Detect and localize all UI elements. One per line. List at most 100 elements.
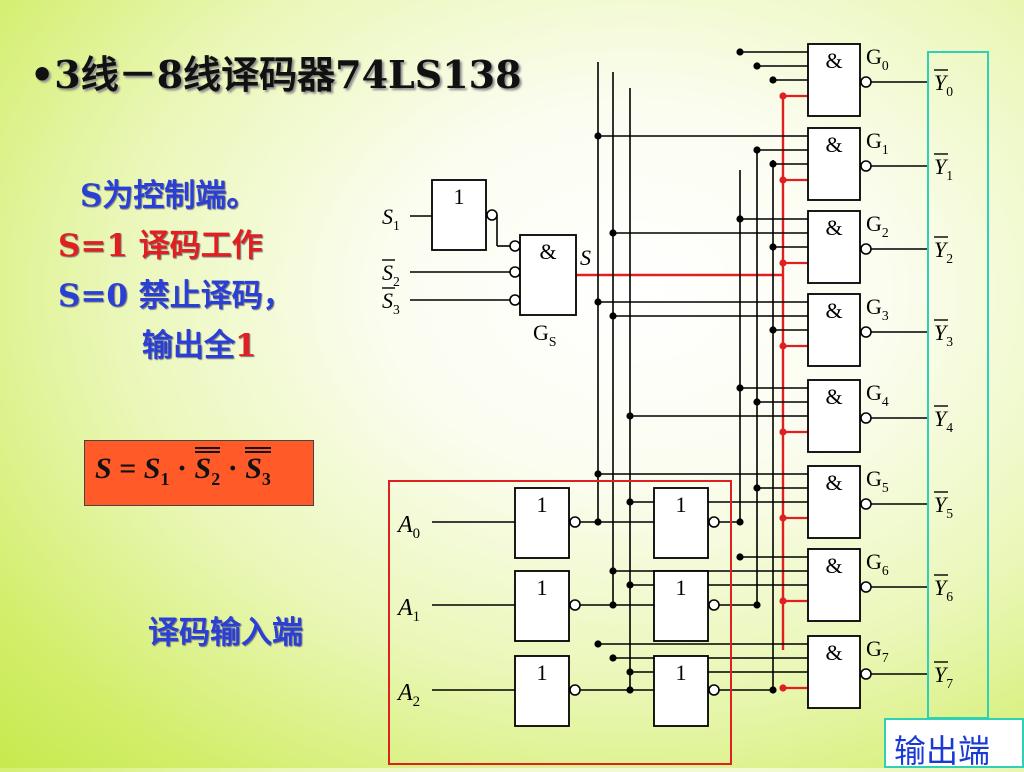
- address-inverter-1: [514, 487, 570, 559]
- circuit-labels: A0A1A2G0Y0G1Y1G2Y2G3Y3G4Y4G5Y5G6Y6G7Y7S1…: [382, 44, 953, 710]
- address-label-a1: A1: [396, 595, 420, 625]
- junction-dot: [626, 412, 634, 420]
- output-label-y2: Y2: [934, 237, 953, 266]
- enable-junction-dot: [779, 259, 787, 267]
- output-label-y1: Y1: [934, 154, 953, 183]
- address-inverter-2: [653, 655, 709, 727]
- address-label-a2: A2: [396, 680, 420, 710]
- inverter-bubble: [708, 599, 720, 611]
- gate-bubble: [860, 498, 872, 510]
- junction-dot: [609, 567, 617, 575]
- not-symbol: 1: [537, 575, 548, 600]
- gate-bubble: [860, 668, 872, 680]
- and-symbol: &: [825, 470, 842, 495]
- gs-output-label: S: [580, 245, 591, 270]
- enable-junction-dot: [779, 514, 787, 522]
- not-symbol: 1: [676, 492, 687, 517]
- not-symbol: 1: [454, 184, 465, 209]
- junction-dot: [594, 470, 602, 478]
- gate-label-7: G7: [866, 636, 889, 665]
- gs-label: GS: [533, 320, 556, 349]
- output-label-y7: Y7: [934, 662, 953, 691]
- address-label-a0: A0: [396, 512, 420, 542]
- inverter-bubble: [569, 684, 581, 696]
- junction-dot: [769, 326, 777, 334]
- page-title: •3线－8线译码器74LS138: [30, 52, 522, 97]
- nand-gate-3: [807, 293, 861, 367]
- s1-inverter: [431, 179, 487, 251]
- junction-dot: [753, 62, 761, 70]
- not-symbol: 1: [537, 492, 548, 517]
- address-inverter-2: [653, 570, 709, 642]
- gate-bubble: [860, 243, 872, 255]
- junction-dot: [609, 654, 617, 662]
- formula-s2-sub: 2: [211, 469, 221, 489]
- nand-gate-6: [807, 548, 861, 622]
- gate-label-0: G0: [866, 44, 889, 73]
- junction-dot: [609, 312, 617, 320]
- junction-dot: [736, 384, 744, 392]
- output-section-box: [927, 51, 989, 719]
- gate-bubble: [860, 581, 872, 593]
- gs-bubble: [509, 294, 521, 306]
- gate-label-2: G2: [866, 211, 889, 240]
- gate-bubble: [860, 160, 872, 172]
- and-symbol: &: [539, 239, 556, 264]
- note-control-desc: S为控制端。: [80, 178, 258, 214]
- output-label-y4: Y4: [934, 406, 953, 435]
- formula-dot1: ·: [169, 452, 195, 485]
- output-section-label: 输出端: [894, 732, 991, 770]
- junction-dot: [594, 298, 602, 306]
- note-s0-disable: S=0 禁止译码，: [58, 278, 294, 314]
- junction-dot: [769, 160, 777, 168]
- enable-formula: S = S1 · S2 · S3: [95, 447, 271, 490]
- note-s1-enable: S=1 译码工作: [58, 228, 263, 264]
- address-inverter-1: [514, 655, 570, 727]
- enable-label-0: S1: [382, 204, 400, 233]
- input-section-box: [388, 480, 732, 765]
- note-output-all: 输出全1: [142, 320, 257, 365]
- address-inverter-1: [514, 570, 570, 642]
- formula-lhs: S: [95, 452, 112, 485]
- junction-dot: [626, 498, 634, 506]
- output-label-box: 输出端: [884, 718, 1024, 770]
- address-inverter-2: [653, 487, 709, 559]
- and-symbol: &: [825, 384, 842, 409]
- s1-bubble: [486, 209, 498, 221]
- junction-dot: [626, 668, 634, 676]
- formula-equals: =: [111, 452, 144, 485]
- formula-s3-sub: 3: [261, 469, 271, 489]
- nand-gate-2: [807, 210, 861, 284]
- nand-gate-0: [807, 43, 861, 117]
- nand-gate-7: [807, 635, 861, 709]
- enable-label-1: S2: [382, 260, 400, 289]
- gate-bubble: [860, 412, 872, 424]
- enable-junction-dot: [779, 176, 787, 184]
- junction-dot: [609, 229, 617, 237]
- gate-label-1: G1: [866, 128, 889, 157]
- formula-box: S = S1 · S2 · S3: [84, 440, 314, 506]
- enable-label-2: S3: [382, 288, 400, 317]
- formula-s1-sub: 1: [160, 469, 170, 489]
- gate-label-5: G5: [866, 466, 889, 495]
- not-symbol: 1: [676, 660, 687, 685]
- junction-dot: [594, 640, 602, 648]
- gs-bubble: [509, 266, 521, 278]
- gs-gate: [519, 234, 577, 316]
- inverter-bubble: [708, 516, 720, 528]
- input-section-label: 译码输入端: [148, 615, 303, 651]
- nand-gate-5: [807, 465, 861, 539]
- output-label-y0: Y0: [934, 70, 953, 99]
- inverter-bubble: [569, 599, 581, 611]
- gate-label-4: G4: [866, 380, 889, 409]
- inverter-bubble: [708, 684, 720, 696]
- enable-junction-dot: [779, 342, 787, 350]
- junction-dot: [753, 146, 761, 154]
- enable-junction-dot: [779, 597, 787, 605]
- junction-dot: [753, 484, 761, 492]
- junction-dot: [736, 553, 744, 561]
- gate-label-3: G3: [866, 294, 889, 323]
- note-output-prefix: 输出全: [142, 328, 235, 364]
